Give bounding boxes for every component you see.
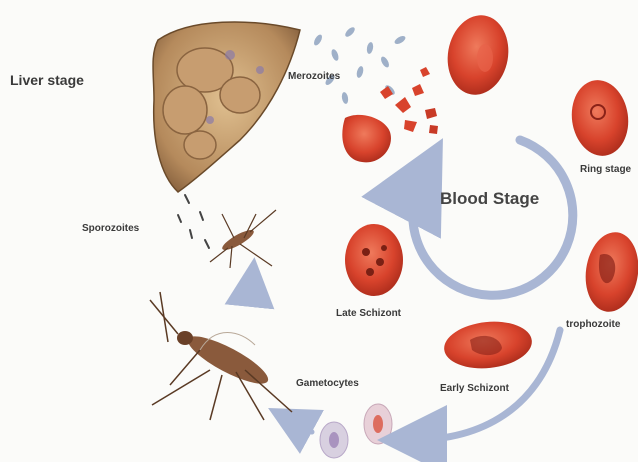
early-schizont-label: Early Schizont <box>440 383 509 394</box>
merozoites-scatter <box>312 26 406 105</box>
ring-stage-cell-icon <box>567 76 633 159</box>
liver-stage-label: Liver stage <box>10 72 84 88</box>
bursting-red-cell-icon <box>342 67 438 162</box>
merozoites-label: Merozoites <box>288 71 340 82</box>
gametocyte-cells-icon <box>320 404 392 458</box>
gametocytes-label: Gametocytes <box>296 378 359 389</box>
liver-icon <box>153 22 300 192</box>
red-blood-cell-icon <box>442 10 515 99</box>
cycle-arrow-icon <box>413 140 573 295</box>
blood-stage-label: Blood Stage <box>440 189 539 209</box>
small-mosquito-icon <box>210 210 276 268</box>
arrow-up-mosquito-icon <box>250 282 252 302</box>
trophozoite-label: trophozoite <box>566 319 620 330</box>
mosquito-icon <box>150 292 292 420</box>
sporozoite-dashes <box>178 195 209 248</box>
late-schizont-cell-icon <box>345 224 403 296</box>
trophozoite-cell-icon <box>581 229 638 315</box>
arrow-to-mosquito-icon <box>290 420 312 432</box>
sporozoites-label: Sporozoites <box>82 223 139 234</box>
late-schizont-label: Late Schizont <box>336 308 401 319</box>
ring-stage-label: Ring stage <box>580 164 631 175</box>
early-schizont-cell-icon <box>442 318 534 373</box>
